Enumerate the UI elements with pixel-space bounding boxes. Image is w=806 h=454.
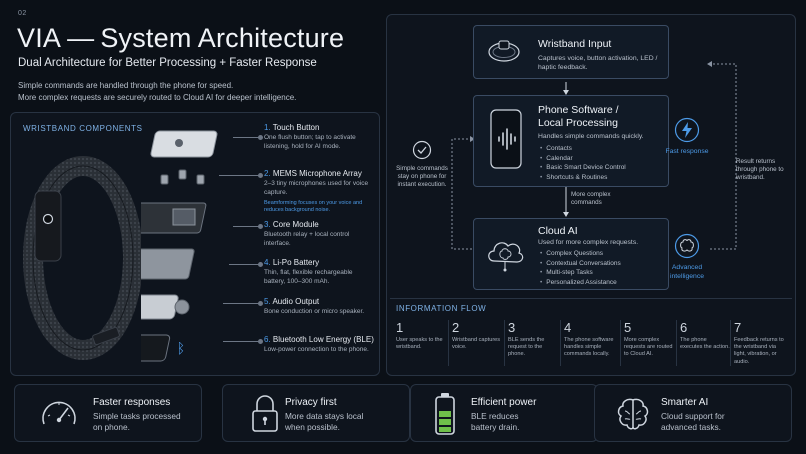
leader-line [223,339,263,344]
flow-step: 5 More complex requests are routed to Cl… [624,320,673,358]
intro-line-1: Simple commands are handled through the … [18,81,234,90]
wristband-input-title: Wristband Input [538,38,612,50]
wristband-input-desc: Captures voice, button activation, LED /… [538,55,658,71]
wristband-components-panel: WRISTBAND COMPONENTS [10,112,380,376]
microphones-part [160,169,205,185]
audio-output-part [141,294,190,320]
flow-heading: INFORMATION FLOW [396,304,487,313]
svg-text:ᛒ: ᛒ [177,341,185,357]
flow-step: 7 Feedback returns to the wristband via … [734,320,784,365]
list-item: Contextual Conversations [540,259,620,269]
benefit-card-power: Efficient power BLE reduces battery drai… [410,384,598,442]
ble-chip-part: ᛒ [141,334,185,362]
lightning-icon [674,117,700,143]
benefit-desc: BLE reduces battery drain. [471,411,520,432]
intro-text: Simple commands are handled through the … [18,80,378,103]
phone-title: Phone Software / Local Processing [538,104,619,129]
cloud-brain-icon [488,242,524,272]
speedometer-icon [42,401,76,425]
flow-step: 2 Wristband captures voice. [452,320,501,351]
wristband-illustration [23,156,141,360]
flow-divider [730,320,731,366]
benefit-card-smarter: Smarter AI Cloud support for advanced ta… [594,384,792,442]
flow-divider [504,320,505,366]
touch-button-part [150,130,218,158]
title-rest: System Architecture [100,23,345,53]
more-complex-label: More complex commands [571,191,611,206]
benefit-card-faster: Faster responses Simple tasks processed … [14,384,202,442]
flow-step: 4 The phone software handles simple comm… [564,320,614,358]
information-flow: INFORMATION FLOW 1 User speaks to the wr… [390,298,792,372]
flow-divider [560,320,561,366]
cloud-desc: Used for more complex requests. [538,239,639,246]
phone-desc: Handles simple commands quickly. [538,133,644,140]
node-phone-software: Phone Software / Local Processing Handle… [473,95,669,187]
list-item: Contacts [540,144,626,154]
node-cloud-ai: Cloud AI Used for more complex requests.… [473,218,669,290]
node-wristband-input: Wristband Input Captures voice, button a… [473,25,669,79]
benefit-title: Privacy first [285,397,337,408]
result-returns-note: Result returns through phone to wristban… [736,158,784,181]
simple-commands-note: Simple commands stay on phone for instan… [396,165,448,188]
battery-icon [435,393,455,435]
list-item: Calendar [540,154,626,164]
title-dash: — [67,23,95,53]
brain-circle-icon [674,233,700,259]
title-main: VIA [17,23,62,53]
benefit-desc: More data stays local when possible. [285,411,364,432]
benefit-desc: Cloud support for advanced tasks. [661,411,725,432]
component-core-module: 3. Core Module Bluetooth relay + local c… [264,220,350,247]
component-mems-microphone: 2. MEMS Microphone Array 2–3 tiny microp… [264,169,369,213]
list-item: Personalized Assistance [540,278,621,288]
exploded-components: ᛒ [141,130,218,362]
flow-connectors [451,61,737,250]
wristband-heading: WRISTBAND COMPONENTS [23,124,143,133]
component-touch-button: 1. Touch Button One flush button; tap to… [264,123,356,150]
list-item: Shortcuts & Routines [540,173,626,183]
flow-divider [676,320,677,366]
benefit-title: Faster responses [93,397,171,408]
leader-line [229,262,263,267]
flow-step: 3 BLE sends the request to the phone. [508,320,545,358]
list-item: Multi-step Tasks [540,268,621,278]
flow-step: 1 User speaks to the wristband. [396,320,443,351]
flow-divider [620,320,621,366]
phone-icon [490,109,522,169]
flow-step: 6 The phone executes the action. [680,320,730,351]
component-ble: 6. Bluetooth Low Energy (BLE) Low-power … [264,335,374,353]
fast-response-label: Fast response [665,148,709,155]
wristband-icon [488,40,520,62]
benefit-card-privacy: Privacy first More data stays local when… [222,384,410,442]
list-item: Basic Smart Device Control [540,163,625,173]
battery-part [141,248,195,280]
advanced-intelligence-label: Advanced intelligence [669,264,704,280]
checkmark-icon [412,140,432,160]
flow-divider [448,320,449,366]
leader-line [223,301,263,306]
leader-line [233,135,263,140]
benefit-title: Efficient power [471,397,537,408]
lock-icon [252,395,278,432]
benefit-desc: Simple tasks processed on phone. [93,411,181,432]
core-module-part [141,202,207,234]
benefit-title: Smarter AI [661,397,709,408]
component-audio-output: 5. Audio Output Bone conduction or micro… [264,297,365,315]
page-subtitle: Dual Architecture for Better Processing … [18,57,317,69]
page-title: VIA—System Architecture [17,23,344,54]
page-number: 02 [18,10,27,17]
brain-icon [617,398,649,430]
cloud-title: Cloud AI [538,225,578,237]
list-item: Complex Questions [540,249,621,259]
leader-line [233,224,263,229]
phone-capabilities-list: Contacts Calendar Basic Smart Device Con… [540,144,626,183]
leader-line [219,173,263,178]
intro-line-2: More complex requests are securely route… [18,92,297,102]
component-lipo-battery: 4. Li-Po Battery Thin, flat, flexible re… [264,258,353,285]
flow-top-divider [390,298,792,299]
cloud-capabilities-list: Complex Questions Contextual Conversatio… [540,249,621,288]
